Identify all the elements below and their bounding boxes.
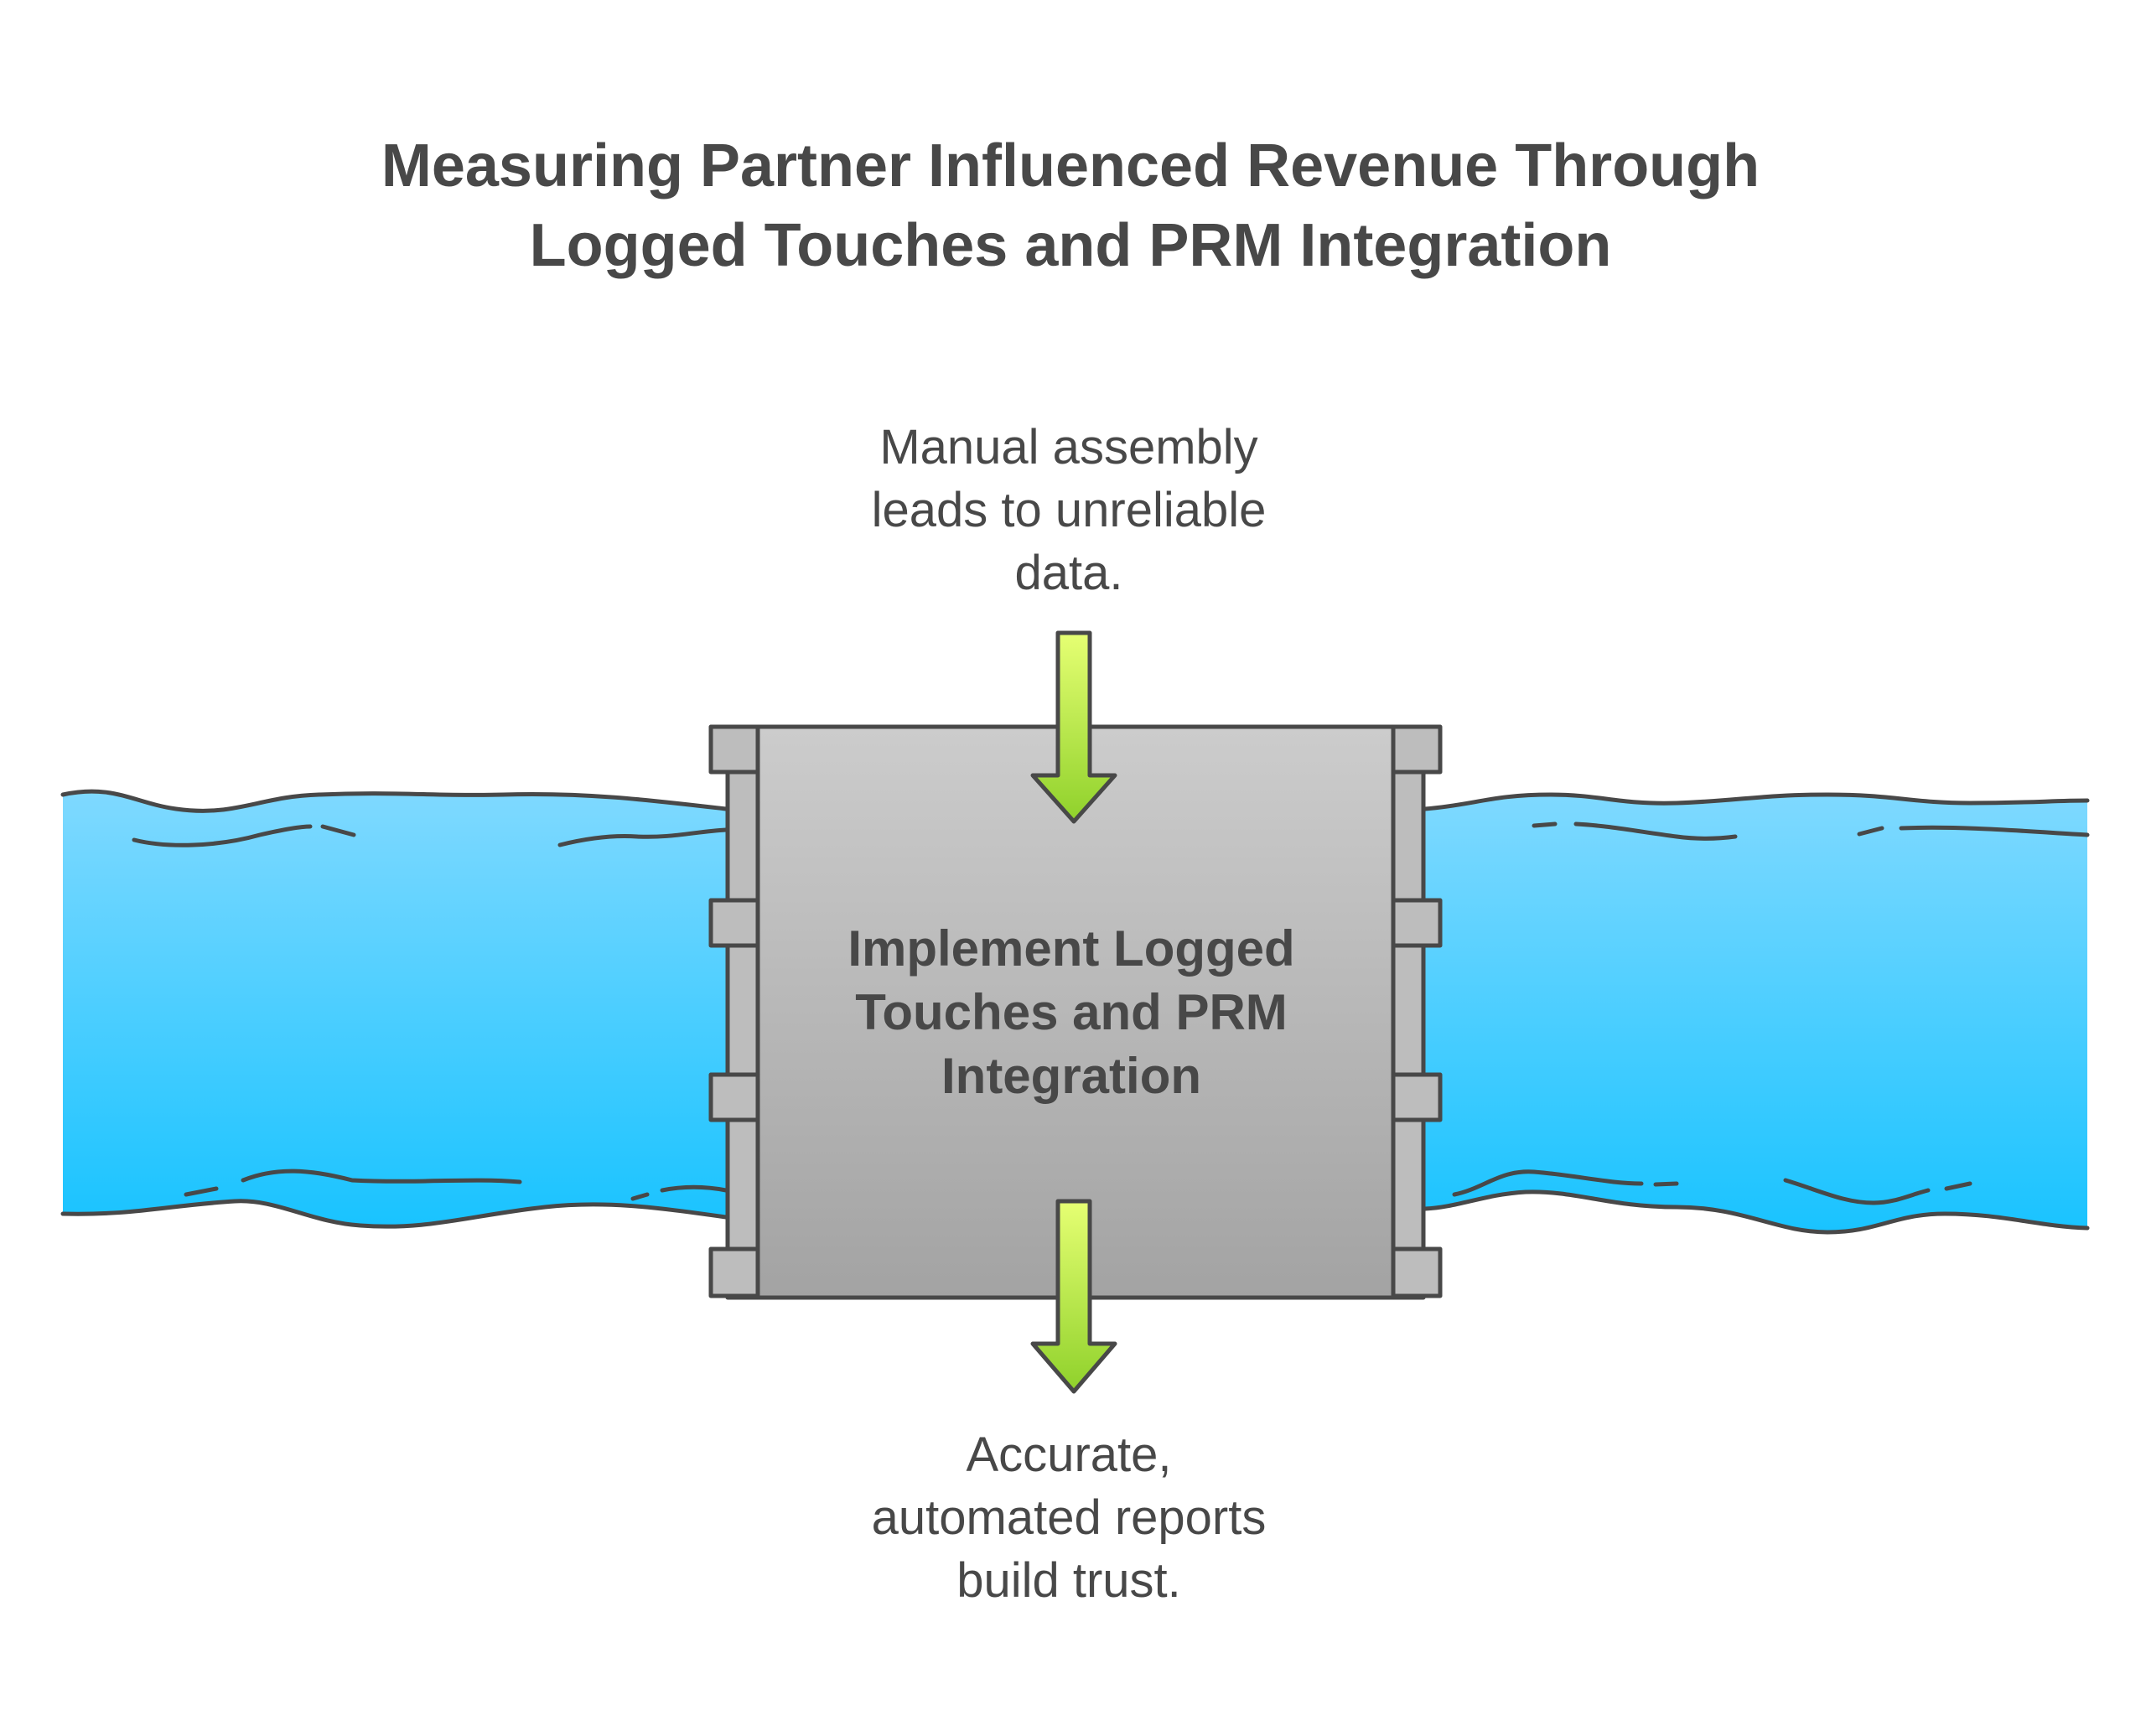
river-left-bottom-edge (60, 1199, 728, 1229)
ripple (1783, 1178, 1931, 1205)
ripple (1944, 1181, 1972, 1191)
output-note-line-2: automated reports (872, 1490, 1267, 1545)
dam-label-line-2: Touches and PRM (855, 984, 1288, 1040)
ripple (132, 824, 313, 847)
input-note-line-2: leads to unreliable (872, 483, 1267, 537)
dam-frame-left (725, 729, 760, 1300)
dam-flange (708, 724, 760, 775)
output-note-line-3: build trust. (956, 1553, 1181, 1608)
river-left (60, 789, 728, 1229)
dam-flange (708, 898, 760, 948)
input-note-line-3: data. (1015, 546, 1123, 600)
ripple (1899, 825, 2090, 837)
river-left-top-edge (60, 789, 728, 813)
dam-flange (1391, 1246, 1443, 1298)
ripple (660, 1184, 728, 1193)
output-note-line-1: Accurate, (967, 1428, 1172, 1482)
title-line-1: Measuring Partner Influenced Revenue Thr… (381, 132, 1760, 200)
dam-flange (1391, 898, 1443, 948)
dam-flange (708, 1246, 760, 1298)
river-right-water (1425, 795, 2087, 1232)
ripple (1857, 826, 1884, 837)
ripple (241, 1169, 522, 1184)
river-right-bottom-edge (1423, 1189, 2090, 1235)
dam-label-line-1: Implement Logged (848, 920, 1294, 977)
input-note: Manual assembly leads to unreliable data… (872, 420, 1267, 600)
dam-frame-right (1391, 729, 1426, 1300)
ripple (184, 1186, 219, 1197)
diagram-title: Measuring Partner Influenced Revenue Thr… (381, 132, 1760, 279)
ripple (1573, 821, 1738, 841)
dam-flange (1391, 724, 1443, 775)
arrow-down-icon (1030, 1199, 1117, 1394)
ripple (557, 827, 728, 847)
river-right-top-edge (1423, 792, 2090, 811)
ripple (1532, 821, 1558, 828)
river-right (1423, 792, 2090, 1235)
ripple (320, 824, 356, 837)
ripple (1452, 1169, 1644, 1197)
input-note-line-1: Manual assembly (879, 420, 1257, 474)
dam-label-line-3: Integration (941, 1048, 1201, 1104)
dam-flange (708, 1072, 760, 1122)
dam-flange (1391, 1072, 1443, 1122)
arrow-down-icon (1030, 630, 1117, 824)
title-line-2: Logged Touches and PRM Integration (530, 212, 1612, 279)
river-left-water (63, 791, 726, 1227)
ripple (630, 1192, 650, 1201)
output-note: Accurate, automated reports build trust. (872, 1428, 1267, 1608)
